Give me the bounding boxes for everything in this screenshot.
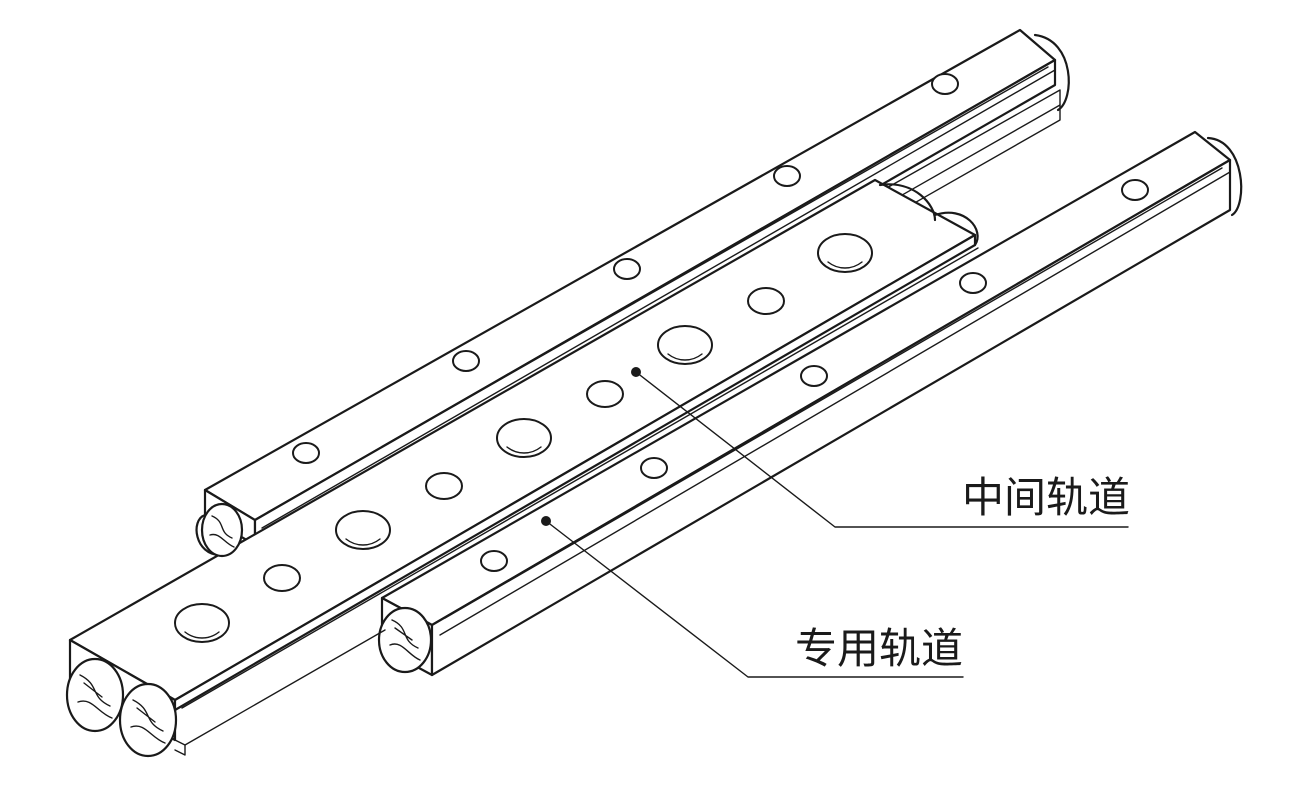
mounting-hole — [931, 73, 959, 95]
callout-label-special-rail: 专用轨道 — [795, 624, 963, 673]
mounting-hole — [613, 258, 641, 280]
mounting-hole — [586, 380, 624, 408]
mounting-hole — [800, 365, 828, 387]
mounting-hole — [452, 350, 480, 372]
callout-middle-rail: 中间轨道 — [631, 367, 1130, 528]
callout-label-middle-rail: 中间轨道 — [962, 473, 1130, 522]
leader-line — [545, 520, 964, 678]
end-screw — [377, 606, 433, 674]
countersunk-hole — [657, 325, 713, 365]
mounting-hole — [640, 457, 668, 479]
end-screw — [200, 502, 244, 558]
mounting-hole — [959, 272, 987, 294]
middle-rail — [65, 178, 979, 758]
mounting-hole — [263, 564, 301, 592]
mounting-hole — [1121, 179, 1149, 201]
mounting-hole — [773, 165, 801, 187]
end-screw — [65, 657, 125, 733]
mounting-hole — [425, 472, 463, 500]
end-screw — [118, 682, 178, 758]
leader-line — [635, 371, 1129, 528]
mounting-hole — [480, 550, 508, 572]
special-rail — [377, 130, 1243, 677]
mounting-hole — [747, 287, 785, 315]
mounting-hole — [292, 442, 320, 464]
countersunk-hole — [817, 233, 873, 273]
countersunk-hole — [174, 603, 230, 643]
countersunk-hole — [496, 418, 552, 458]
countersunk-hole — [335, 510, 391, 550]
callout-special-rail: 专用轨道 — [541, 516, 964, 678]
